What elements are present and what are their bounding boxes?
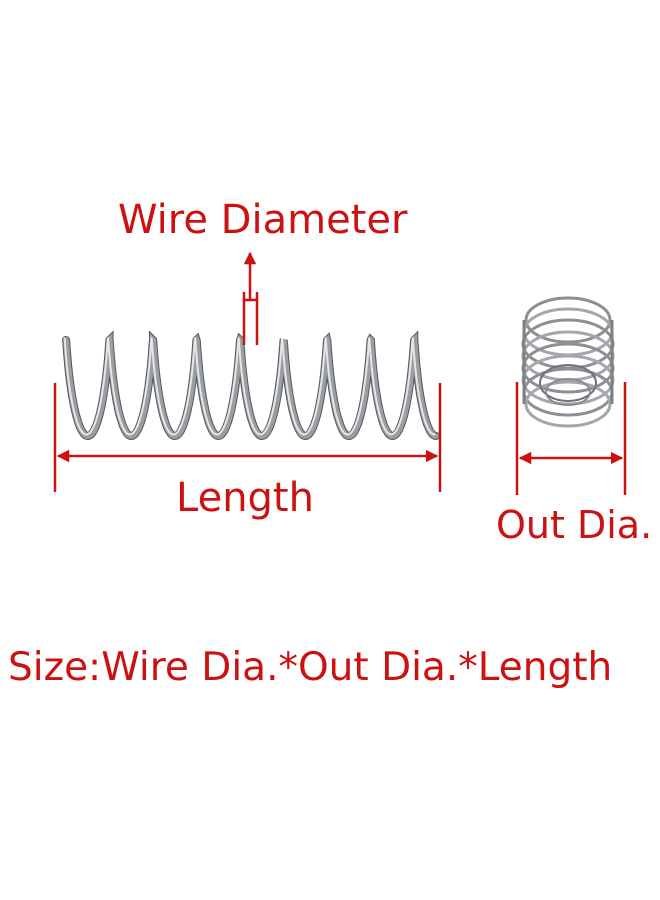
wire-diameter-label: Wire Diameter: [118, 197, 408, 243]
out-dia-label: Out Dia.: [496, 503, 653, 547]
compression-spring-end-view: [521, 296, 615, 428]
wire-diameter-indicator: [242, 251, 259, 345]
length-label: Length: [176, 475, 314, 521]
compression-spring-side-view: [62, 330, 440, 441]
size-formula-text: Size:Wire Dia.*Out Dia.*Length: [8, 645, 613, 690]
length-dimension: [53, 383, 442, 492]
out-dia-dimension: [515, 382, 627, 495]
spring-coil-highlight: [63, 336, 436, 436]
